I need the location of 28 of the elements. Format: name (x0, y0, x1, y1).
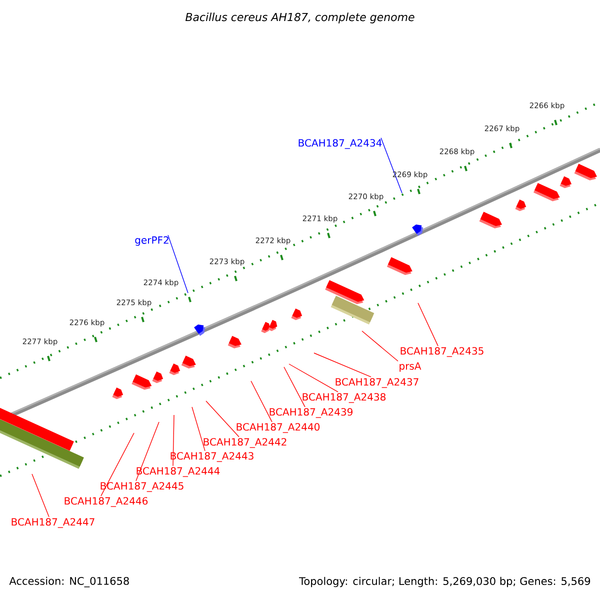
leader-line (32, 474, 50, 518)
gene-label: prsA (400, 362, 422, 372)
leader-line (168, 234, 188, 294)
leader-line (100, 432, 134, 496)
title: Bacillus cereus AH187, complete genome (186, 12, 414, 24)
leader-line (288, 364, 338, 392)
gene-label: BCAH187_A2447 (12, 518, 94, 528)
leader-line (136, 422, 160, 482)
leader-line (284, 366, 306, 408)
gene-label: BCAH187_A2446 (64, 497, 148, 507)
leader-line (172, 414, 174, 466)
leader-line (362, 330, 398, 362)
leader-line (250, 380, 272, 422)
gene-label: BCAH187_A2438 (302, 393, 386, 403)
gene-label: gerPF2 (135, 236, 168, 246)
genome-info-text: Topology: circular; Length: 5,269,030 bp; Genes: 5,569 (299, 576, 590, 588)
gene-label: BCAH187_A2440 (236, 423, 320, 433)
accession-text: Accession: NC_011658 (9, 576, 129, 588)
gene-label: BCAH187_A2442 (204, 438, 286, 448)
gene-label: BCAH187_A2434 (298, 139, 382, 149)
leader-line (418, 302, 438, 346)
gene-label: BCAH187_A2439 (270, 408, 352, 418)
gene-label: BCAH187_A2437 (336, 378, 418, 388)
leader-line (206, 400, 240, 438)
leader-line (380, 138, 402, 194)
leader-line (192, 406, 206, 452)
gene-label: BCAH187_A2435 (400, 347, 484, 357)
leader-line (314, 352, 372, 378)
